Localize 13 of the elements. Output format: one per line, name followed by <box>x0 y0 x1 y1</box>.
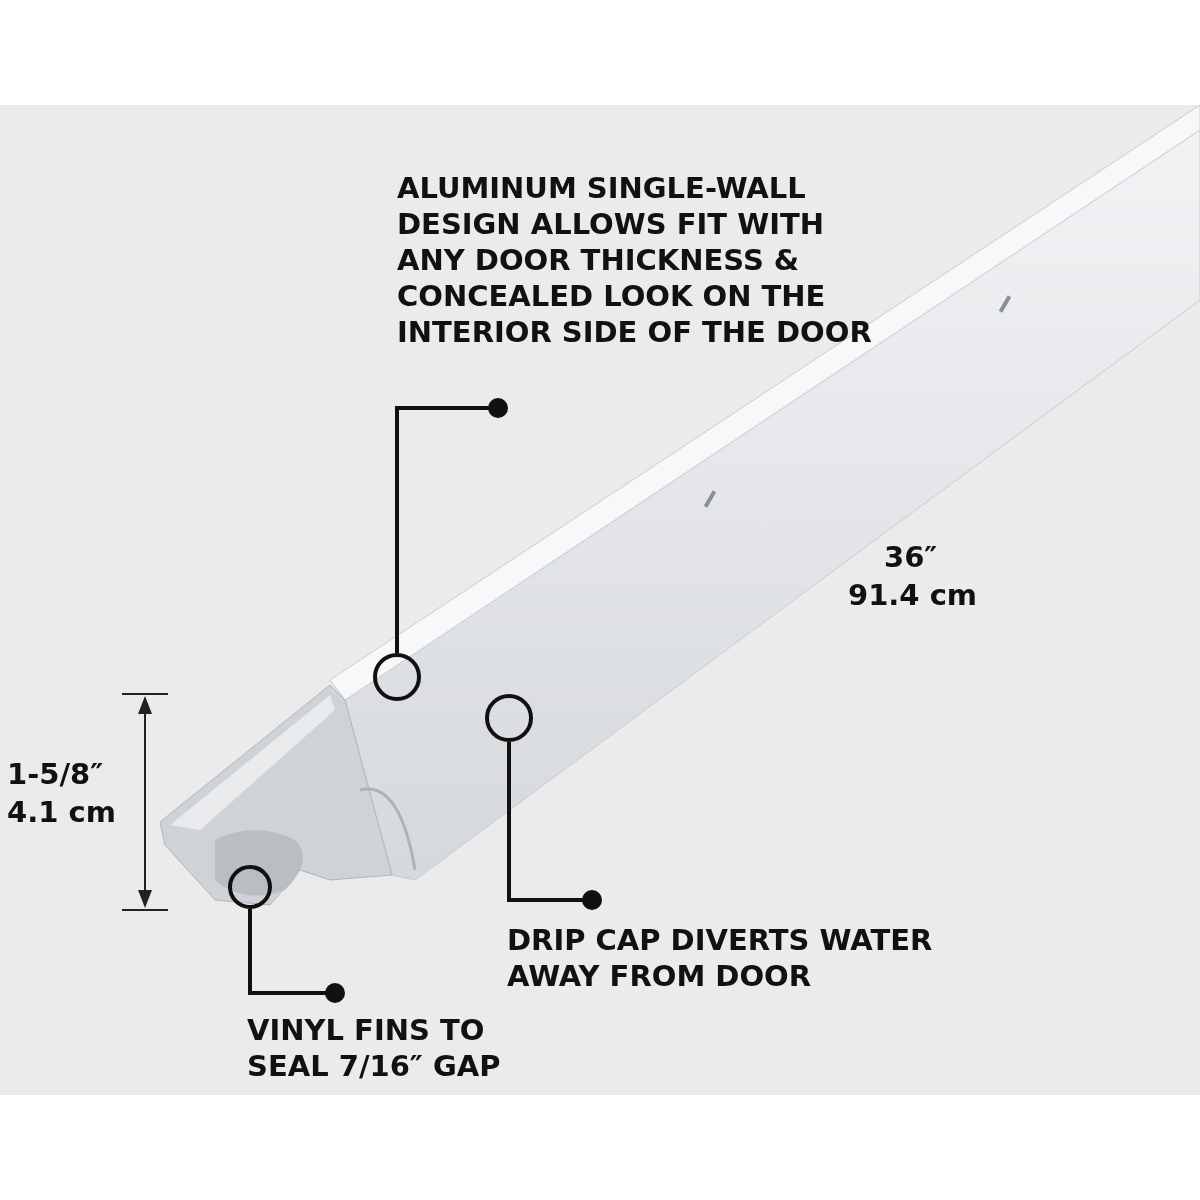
callout-text: VINYL FINS TO SEAL 7/16″ GAP <box>247 1012 547 1084</box>
highlight-circle <box>373 653 421 701</box>
dimension-label: 36″ <box>884 540 938 574</box>
leader-line <box>507 742 602 910</box>
dimension-label: 4.1 cm <box>7 795 116 829</box>
dimension-label: 91.4 cm <box>848 578 978 612</box>
highlight-circle <box>228 865 272 909</box>
leader-line <box>395 398 508 653</box>
dimension-label: 1-5/8″ <box>7 757 104 791</box>
leader-line <box>248 909 345 1003</box>
highlight-circle <box>485 694 533 742</box>
callout-text: DRIP CAP DIVERTS WATER AWAY FROM DOOR <box>507 922 1007 994</box>
callout-text: ALUMINUM SINGLE-WALL DESIGN ALLOWS FIT WITH ANY DOOR THICKNESS & CONCEALED LOOK ON THE INTERIOR SIDE OF THE DOOR <box>397 170 887 350</box>
